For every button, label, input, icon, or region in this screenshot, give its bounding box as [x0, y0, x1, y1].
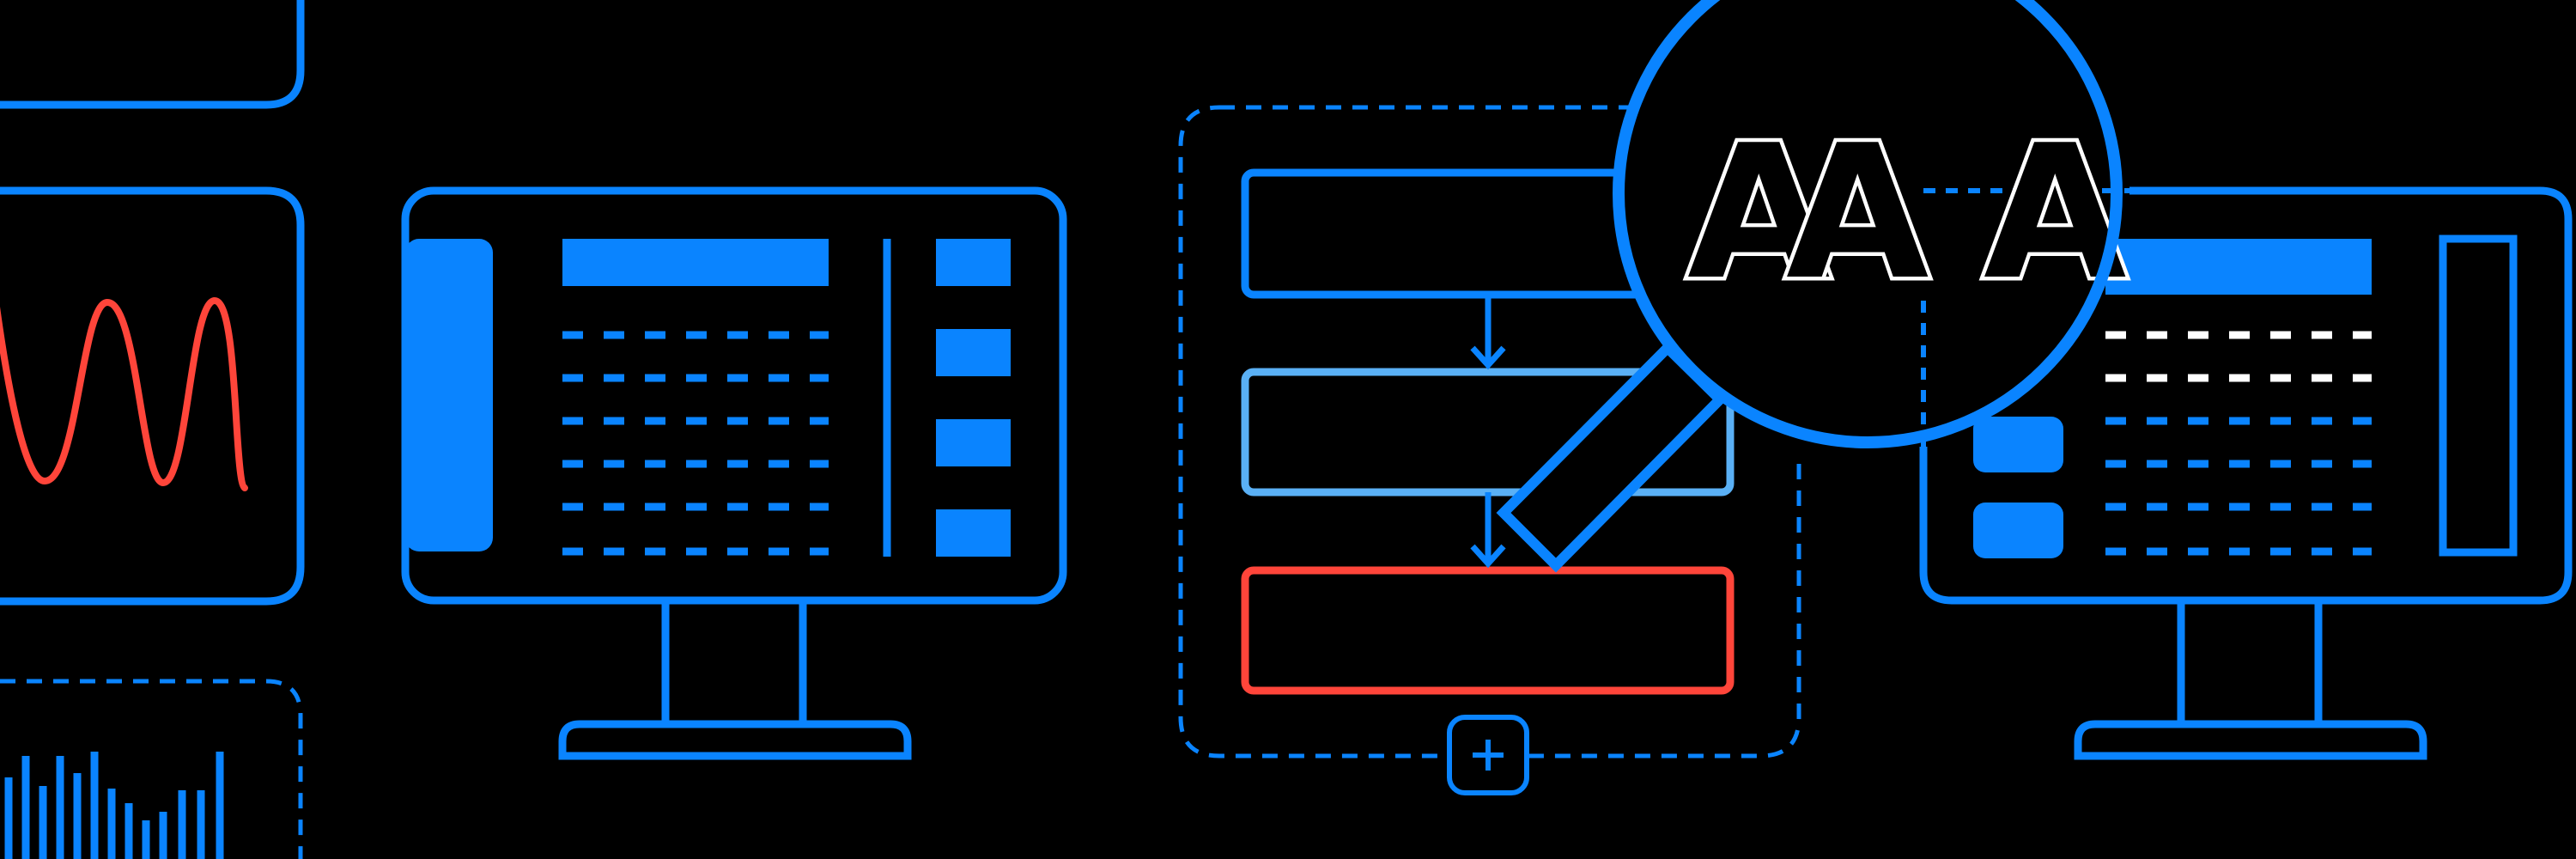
- left-partial-panels: [0, 0, 305, 859]
- sidebar-block: [405, 239, 493, 551]
- stand-base: [558, 720, 912, 760]
- add-step-button[interactable]: [1447, 715, 1529, 795]
- top-left-partial-card: [0, 0, 305, 109]
- side-block: [936, 509, 1011, 557]
- side-block: [1973, 503, 2063, 558]
- monitor-stand: [2074, 600, 2427, 760]
- mini-bar-chart: [4, 752, 224, 859]
- magnified-letter: A: [1984, 105, 2126, 320]
- stand-base: [2074, 720, 2427, 760]
- side-block: [936, 419, 1011, 466]
- flow-arrow-2-head: [1470, 544, 1506, 569]
- magnifier-lens: [1619, 0, 2117, 442]
- waveform-card: [0, 186, 305, 606]
- magnified-text: A A A: [1684, 101, 2130, 325]
- dashed-text-lines-highlighted: [2105, 331, 2372, 382]
- right-monitor: [1919, 186, 2573, 760]
- flow-arrow-1-head: [1470, 345, 1506, 370]
- header-bar: [562, 239, 829, 286]
- side-block: [936, 329, 1011, 376]
- side-block: [1973, 417, 2063, 472]
- flow-step-3: [1241, 566, 1735, 695]
- magnified-letter: A: [1687, 105, 1830, 320]
- sine-wave: [0, 296, 248, 491]
- magnified-letter: A: [1786, 105, 1929, 320]
- monitor-stand: [558, 600, 912, 760]
- dashed-text-lines: [2105, 417, 2372, 556]
- magnifying-glass-icon: A A A: [1496, 0, 2130, 573]
- magnifier-ring: [1613, 0, 2123, 448]
- monitor-screen: [1919, 186, 2573, 605]
- dashed-text-lines: [562, 331, 829, 556]
- side-block: [936, 239, 1011, 286]
- bar-chart-card: [0, 679, 303, 859]
- flow-arrows: [1470, 295, 1506, 569]
- left-monitor: [401, 186, 1067, 760]
- magnifier-handle: [1496, 340, 1728, 573]
- header-bar: [2105, 239, 2372, 295]
- side-panel-outline: [2439, 235, 2518, 557]
